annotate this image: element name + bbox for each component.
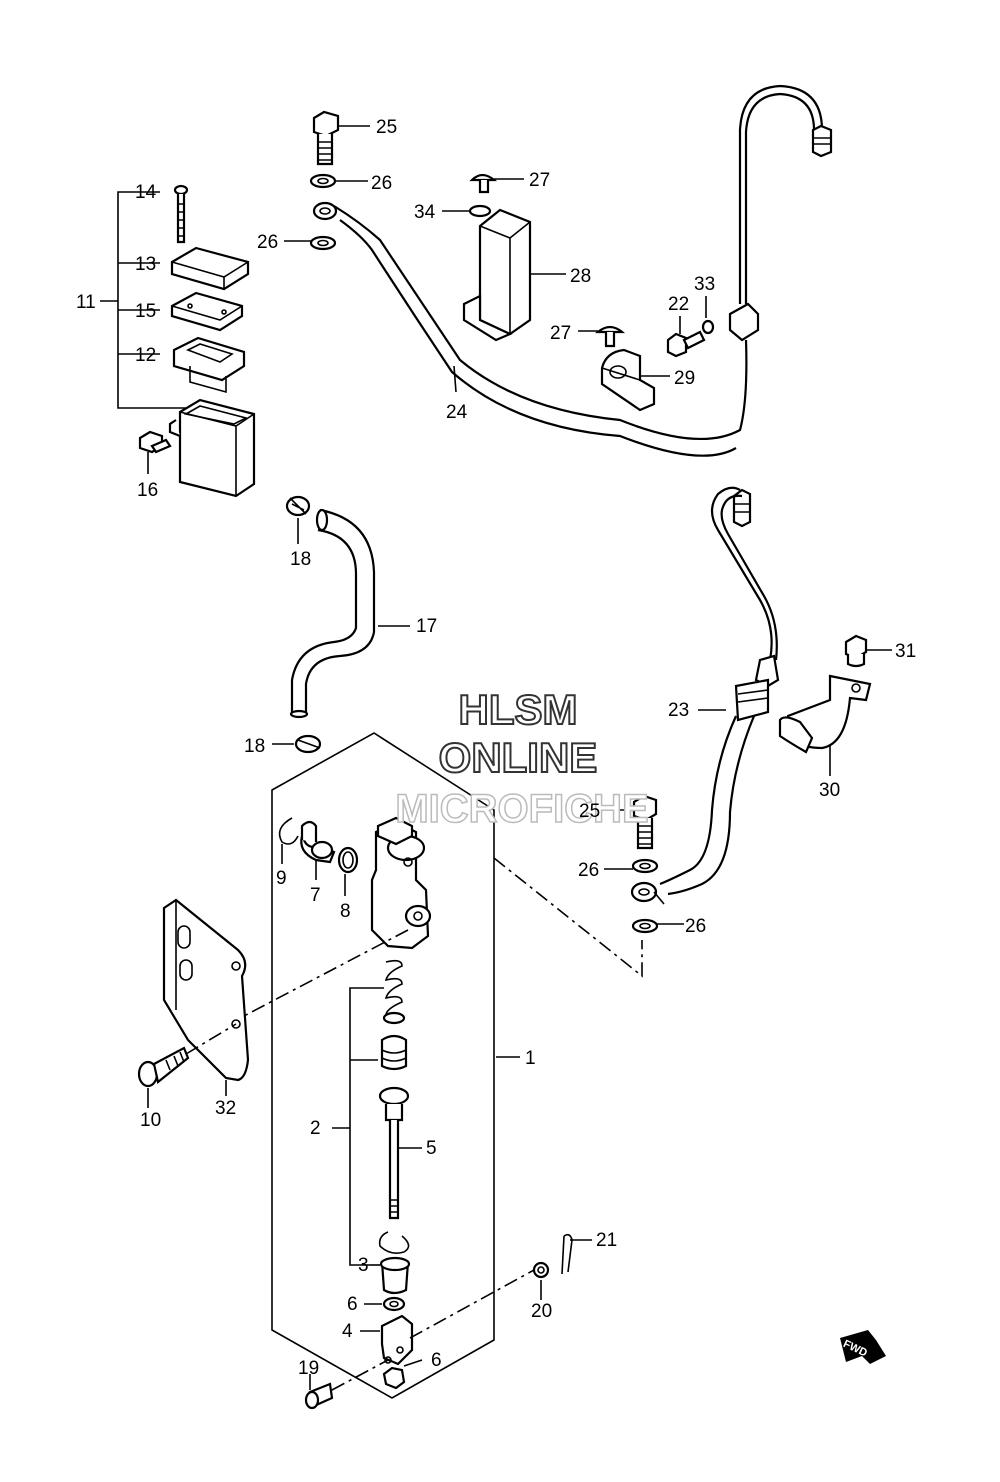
callout-20: 20: [531, 1301, 552, 1322]
cylinder-to-caliper-hose: [604, 486, 780, 934]
callout-10: 10: [140, 1110, 161, 1131]
centerline-bracket: [243, 929, 409, 1017]
supply-hose-assembly: [272, 495, 410, 754]
callout-3: 3: [358, 1255, 369, 1276]
watermark-line1: HLSM: [459, 686, 578, 733]
callout-17: 17: [416, 616, 437, 637]
callout-18a: 18: [290, 549, 311, 570]
mount-screw-part[interactable]: [137, 1046, 190, 1088]
callout-27b: 27: [550, 323, 571, 344]
callout-30: 30: [819, 780, 840, 801]
reservoir-assembly: [100, 184, 256, 498]
callout-23: 23: [668, 700, 689, 721]
callout-11: 11: [76, 292, 96, 313]
clevis-part[interactable]: [380, 1314, 414, 1366]
hose-clip-part-bottom[interactable]: [294, 734, 322, 754]
bracket-washer-part[interactable]: [468, 204, 492, 218]
return-spring-part[interactable]: [382, 959, 406, 1025]
push-rod-circlip-part[interactable]: [378, 1231, 410, 1254]
callout-34: 34: [414, 202, 436, 223]
clamp-screw-part[interactable]: [594, 325, 626, 348]
callout-5: 5: [426, 1138, 437, 1159]
callout-15: 15: [135, 301, 156, 322]
watermark-line2: ONLINE: [439, 734, 598, 781]
o-ring-part[interactable]: [337, 846, 359, 874]
reservoir-to-cylinder-hose: [284, 84, 833, 457]
callout-16: 16: [137, 480, 158, 501]
callout-6b: 6: [431, 1350, 442, 1371]
hose-clip-part-top[interactable]: [285, 495, 311, 517]
dust-boot-part[interactable]: [379, 1256, 411, 1295]
push-rod-part[interactable]: [378, 1086, 410, 1220]
bracket-screw-part-top[interactable]: [469, 173, 498, 194]
guide-bolt-part[interactable]: [844, 634, 868, 668]
hose-clamp-bolt-part[interactable]: [666, 330, 706, 358]
callout-21: 21: [596, 1230, 617, 1251]
reservoir-body-part[interactable]: [168, 398, 256, 498]
callout-26c: 26: [578, 860, 599, 881]
banjo-bolt-part-bottom[interactable]: [632, 794, 658, 850]
callout-26b: 26: [257, 232, 278, 253]
lock-nut-part-bottom[interactable]: [382, 1366, 406, 1390]
callout-22: 22: [668, 294, 689, 315]
forward-direction-badge: FWD: [840, 1330, 886, 1364]
sealing-washer-part-top[interactable]: [309, 173, 337, 189]
callout-14: 14: [135, 182, 157, 203]
callout-25b: 25: [579, 801, 600, 822]
mount-bracket-assembly: [137, 898, 250, 1108]
callout-32: 32: [215, 1098, 236, 1119]
callout-12: 12: [135, 345, 156, 366]
watermark-line3: MICROFICHE: [395, 787, 648, 831]
reservoir-bolt-part[interactable]: [138, 430, 172, 454]
reservoir-cap-screw-part[interactable]: [173, 184, 189, 244]
hose-guide-assembly: [778, 634, 892, 776]
callout-8: 8: [340, 901, 351, 922]
master-cylinder-assembly: [271, 732, 592, 1410]
supply-hose-part[interactable]: [289, 508, 376, 719]
sealing-washer-part-right-bottom[interactable]: [631, 918, 659, 934]
lock-nut-part-top[interactable]: [382, 1296, 406, 1312]
callout-18b: 18: [244, 736, 265, 757]
sealing-washer-part-mid[interactable]: [309, 235, 337, 251]
leader-hose-23: [493, 857, 643, 978]
piston-part[interactable]: [380, 1034, 408, 1071]
circlip-part[interactable]: [278, 817, 299, 845]
callout-labels: 1 2 3 4 5 6 6 7 8 9 10 11 12 13 14 15 16…: [76, 117, 916, 1379]
inlet-elbow-part[interactable]: [300, 820, 336, 864]
master-cylinder-body-part[interactable]: [370, 816, 432, 950]
pin-washer-part[interactable]: [532, 1261, 550, 1279]
hose-clamp-part[interactable]: [600, 348, 656, 412]
callout-13: 13: [135, 254, 156, 275]
callout-26a: 26: [371, 173, 392, 194]
callout-27a: 27: [529, 170, 550, 191]
reservoir-diaphragm-part[interactable]: [172, 336, 246, 394]
cylinder-mount-bracket-part[interactable]: [162, 898, 250, 1082]
hose-bracket-part[interactable]: [462, 208, 532, 342]
callout-9: 9: [276, 868, 287, 889]
callout-28: 28: [570, 266, 591, 287]
callout-1: 1: [525, 1048, 536, 1069]
callout-4: 4: [342, 1321, 353, 1342]
callout-25a: 25: [376, 117, 397, 138]
callout-31: 31: [895, 641, 916, 662]
callout-2: 2: [310, 1118, 321, 1139]
callout-7: 7: [310, 885, 321, 906]
callout-19: 19: [298, 1358, 319, 1379]
callout-26d: 26: [685, 916, 706, 937]
hose-guide-part[interactable]: [778, 674, 872, 754]
callout-24: 24: [446, 402, 468, 423]
banjo-bolt-part-top[interactable]: [312, 110, 340, 166]
clevis-pin-part[interactable]: [304, 1382, 334, 1410]
watermark: HLSM ONLINE MICROFICHE: [395, 685, 650, 832]
hose-clamp-washer-part[interactable]: [701, 319, 715, 335]
callout-6a: 6: [347, 1294, 358, 1315]
reservoir-plate-part[interactable]: [170, 291, 244, 332]
callout-33: 33: [694, 274, 715, 295]
reservoir-cap-part[interactable]: [170, 246, 250, 291]
callout-29: 29: [674, 368, 695, 389]
sealing-washer-part-right-top[interactable]: [631, 858, 659, 874]
